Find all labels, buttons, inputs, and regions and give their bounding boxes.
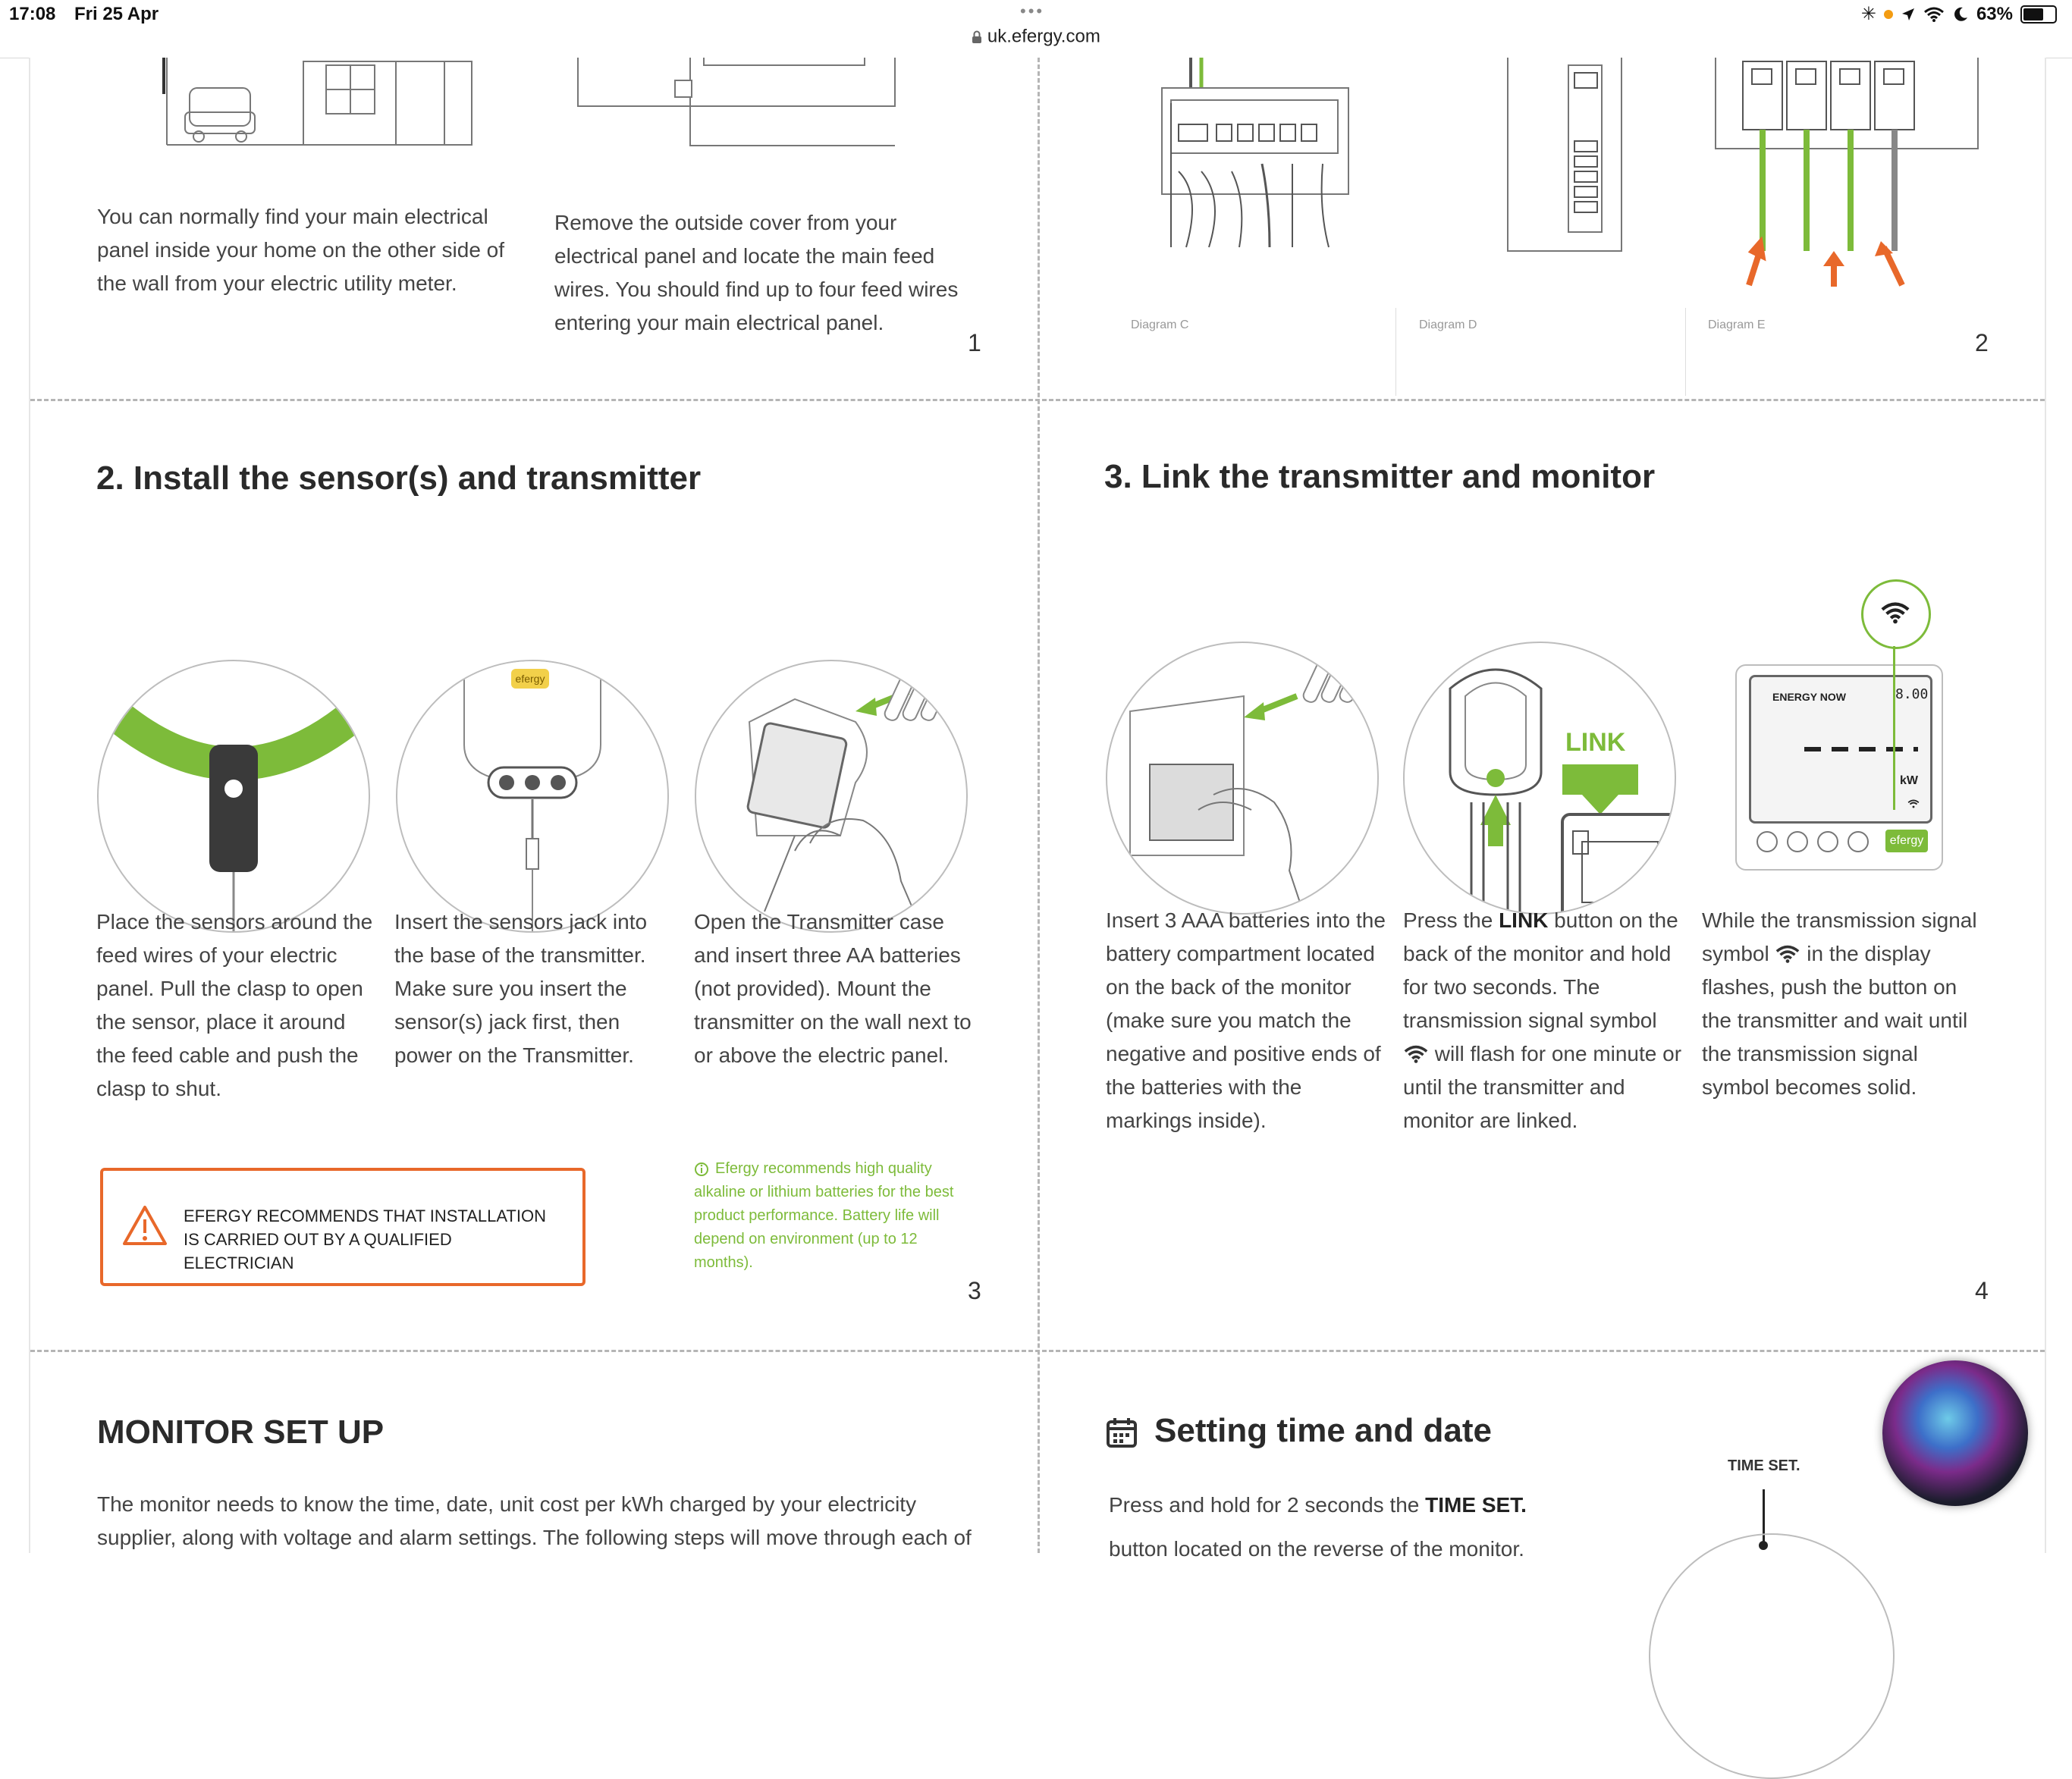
time-period-button: [1756, 831, 1778, 852]
caption-divider: [1395, 308, 1396, 396]
monitor-buttons: [1756, 831, 1869, 852]
url-bar[interactable]: uk.efergy.com: [0, 26, 2072, 56]
diagram-c-caption: Diagram C: [1131, 318, 1189, 331]
diagram-e-illustration: [1715, 58, 1979, 287]
top-paragraph-1: You can normally find your main electric…: [97, 205, 505, 295]
loading-icon: ✳: [1860, 4, 1876, 24]
display-dashes: [1804, 747, 1918, 751]
page-number-4: 4: [1975, 1277, 1989, 1304]
diagram-d-caption: Diagram D: [1419, 318, 1477, 331]
info-icon: [695, 1162, 708, 1176]
signal-wifi-icon: [1881, 602, 1910, 624]
electrician-warning-box: [100, 1168, 585, 1286]
status-time: 17:08: [9, 4, 56, 24]
install-step-2-text: Insert the sensors jack into the base of…: [394, 910, 648, 1067]
location-icon: [1901, 8, 1914, 20]
link-step-3-post: in the display flashes, push the button …: [1702, 942, 1968, 1099]
link-step-3-text: While the transmission signal symbol in …: [1702, 904, 1990, 1104]
time-set-bold: TIME SET.: [1425, 1493, 1527, 1517]
monitor-back-illustration: [1649, 1533, 1895, 1779]
caption-divider: [1685, 308, 1686, 396]
recording-dot-icon: [1883, 9, 1893, 19]
link-label: LINK: [1565, 728, 1626, 757]
page-number-2: 2: [1975, 329, 1989, 356]
status-indicators: ✳ 63%: [1861, 3, 2057, 25]
battery-note: Efergy recommends high quality alkaline …: [694, 1160, 954, 1271]
diagram-e-caption: Diagram E: [1708, 318, 1766, 331]
time-set-label: TIME SET.: [1728, 1457, 1800, 1474]
warning-triangle-icon: [123, 1206, 167, 1245]
top-paragraph-2: Remove the outside cover from your elect…: [554, 211, 959, 334]
lock-icon: [972, 30, 982, 43]
time-date-paragraph: Press and hold for 2 seconds the TIME SE…: [1109, 1483, 1534, 1571]
electrician-warning-text: EFERGY RECOMMENDS THAT INSTALLATION IS C…: [184, 1206, 546, 1272]
install-step-1-text: Place the sensors around the feed wires …: [96, 910, 373, 1100]
battery-insert-illustration: [695, 660, 968, 933]
link-step-3-pre: While the transmission signal symbol: [1702, 908, 1977, 965]
link-step-2-bold: LINK: [1499, 908, 1549, 932]
inline-wifi-icon: [1404, 1045, 1428, 1063]
link-section-title: 3. Link the transmitter and monitor: [1104, 458, 1656, 495]
multitasking-dots-icon[interactable]: •••: [1020, 2, 1045, 20]
monitor-setup-title: MONITOR SET UP: [97, 1413, 385, 1451]
monitor-brand-badge: efergy: [1885, 830, 1928, 852]
sensor-clamp-illustration: [97, 660, 370, 933]
panel-cover-illustration: [577, 58, 896, 146]
link-step-2-text: Press the LINK button on the back of the…: [1403, 904, 1684, 1137]
time-date-title: Setting time and date: [1154, 1412, 1492, 1449]
house-illustration: [162, 58, 472, 146]
monitor-display-illustration: ENERGY NOW 8.00 kW efergy: [1735, 664, 1943, 871]
link-step-1-text: Insert 3 AAA batteries into the battery …: [1106, 908, 1386, 1132]
page-number-3: 3: [968, 1277, 981, 1304]
status-date: Fri 25 Apr: [74, 4, 159, 24]
moon-icon: [1954, 7, 1967, 21]
transmitter-jack-illustration: efergy: [396, 660, 669, 933]
energy-now-label: ENERGY NOW: [1772, 691, 1846, 703]
time-date-post: button located on the reverse of the mon…: [1109, 1537, 1524, 1561]
url-text: uk.efergy.com: [987, 26, 1100, 47]
install-section-title: 2. Install the sensor(s) and transmitter: [96, 460, 702, 497]
unit-set-button: [1848, 831, 1869, 852]
transmitter-brand-label: efergy: [515, 673, 545, 685]
battery-icon: [2020, 5, 2057, 24]
document-page: You can normally find your main electric…: [29, 58, 2046, 1779]
link-step-2-mid: button on the back of the monitor and ho…: [1403, 908, 1678, 1032]
right-button: [1817, 831, 1838, 852]
install-step-3-text: Open the Transmitter case and insert thr…: [694, 910, 972, 1067]
diagram-c-illustration: [1161, 58, 1349, 248]
link-button-illustration: LINK: [1403, 642, 1676, 915]
diagram-d-illustration: [1507, 58, 1622, 252]
column-divider: [1038, 58, 1040, 1553]
left-button: [1787, 831, 1808, 852]
siri-orb[interactable]: [1882, 1360, 2028, 1506]
signal-bubble: [1861, 579, 1931, 649]
monitor-screen: ENERGY NOW 8.00 kW: [1749, 675, 1932, 824]
page-number-1: 1: [968, 329, 981, 356]
wifi-icon: [1923, 7, 1944, 22]
display-unit: kW: [1900, 774, 1918, 787]
link-step-2-pre: Press the: [1403, 908, 1499, 932]
display-value: 8.00: [1895, 686, 1929, 702]
display-wifi-icon: [1907, 799, 1920, 808]
inline-wifi-icon: [1776, 945, 1800, 963]
monitor-setup-paragraph: The monitor needs to know the time, date…: [97, 1492, 972, 1549]
time-set-pointer: [1763, 1489, 1765, 1547]
signal-pointer-line: [1893, 646, 1895, 810]
time-date-pre: Press and hold for 2 seconds the: [1109, 1493, 1426, 1517]
battery-percentage: 63%: [1976, 3, 2013, 24]
monitor-battery-illustration: [1106, 642, 1379, 915]
status-bar: 17:08 Fri 25 Apr ••• ✳ 63%: [0, 0, 2072, 30]
calendar-icon: [1107, 1418, 1137, 1448]
link-step-2-post: will flash for one minute or until the t…: [1403, 1042, 1682, 1132]
